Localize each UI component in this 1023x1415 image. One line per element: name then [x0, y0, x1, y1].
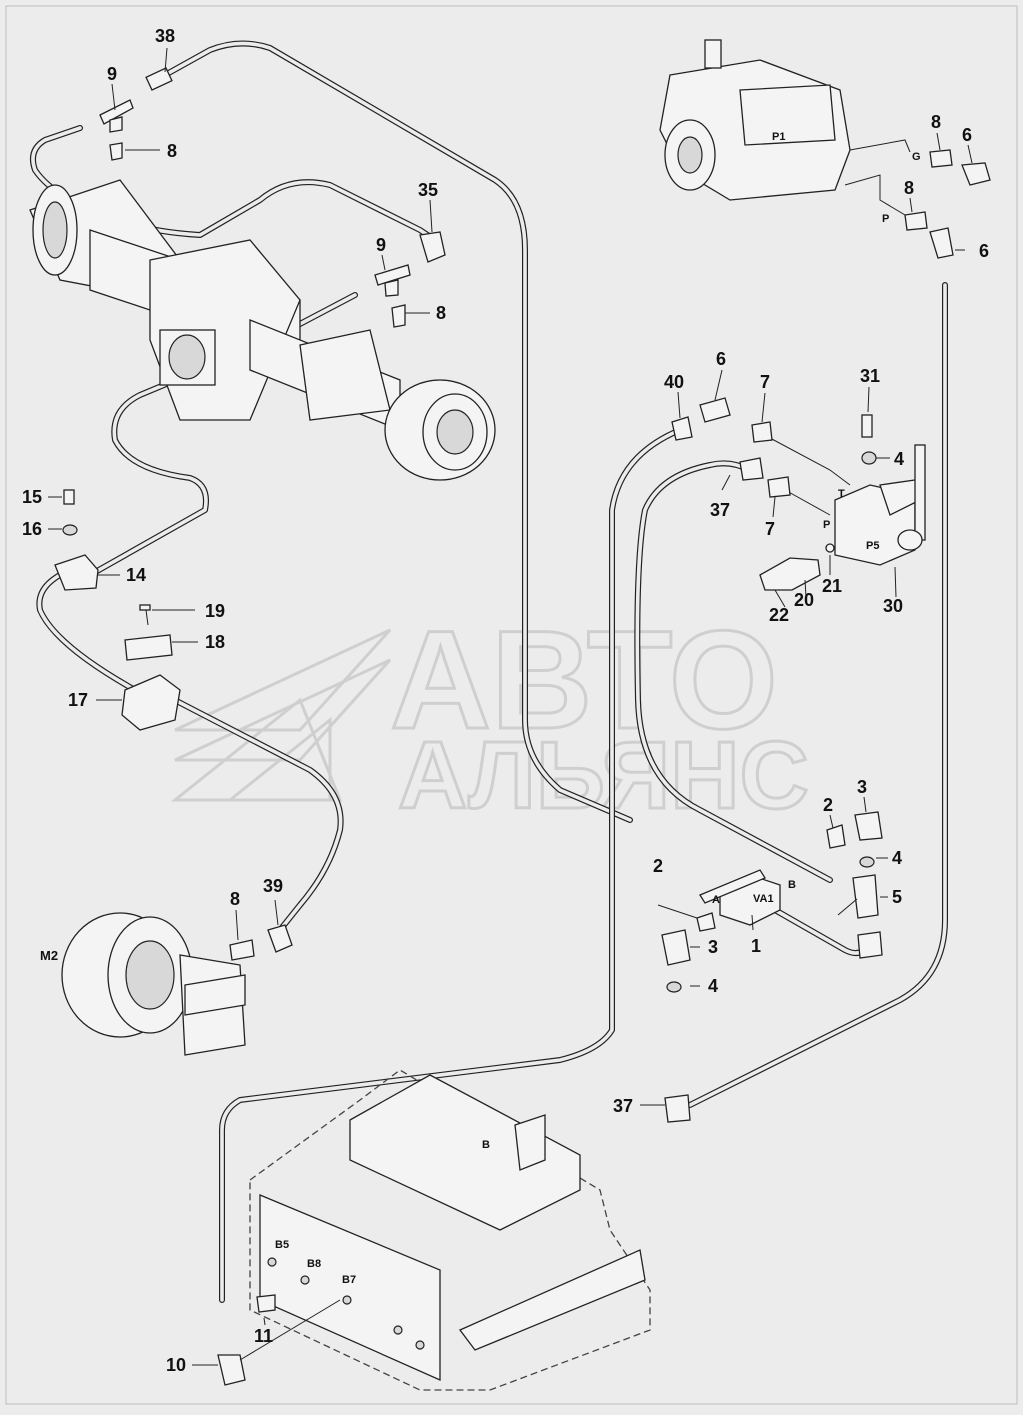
- port-a: A: [712, 894, 720, 906]
- hose-lines: [30, 40, 948, 1303]
- valve-va1: VA1 A B: [699, 869, 796, 926]
- callout-11: 11: [254, 1326, 273, 1346]
- label-b7: B7: [342, 1274, 356, 1286]
- callout-35: 35: [418, 180, 438, 200]
- label-tank-b: B: [482, 1139, 490, 1151]
- port-g: G: [912, 151, 921, 163]
- callout-1: 1: [751, 936, 761, 956]
- axle-assembly: [29, 179, 496, 481]
- callout-3-right: 3: [857, 777, 867, 797]
- callout-4-p5: 4: [894, 449, 904, 469]
- callout-17: 17: [68, 690, 88, 710]
- callout-9-top: 9: [107, 64, 117, 84]
- label-p5: P5: [866, 540, 879, 552]
- callout-37-bottom: 37: [613, 1096, 633, 1116]
- callout-31: 31: [860, 366, 880, 386]
- motor-m2: M2: [40, 912, 246, 1056]
- callout-20: 20: [794, 590, 814, 610]
- callout-16: 16: [22, 519, 42, 539]
- fittings: [54, 67, 991, 1386]
- callout-8-mid: 8: [436, 303, 446, 323]
- callout-8-motor: 8: [230, 889, 240, 909]
- callout-38: 38: [155, 26, 175, 46]
- watermark-line1: АВТО: [390, 601, 778, 758]
- callout-30: 30: [883, 596, 903, 616]
- callout-3-lower: 3: [708, 937, 718, 957]
- callout-8-pump-g: 8: [931, 112, 941, 132]
- callout-10: 10: [166, 1355, 186, 1375]
- callout-15: 15: [22, 487, 42, 507]
- block-p5: P5 T P: [769, 437, 926, 566]
- callout-4-right: 4: [892, 848, 902, 868]
- tank-b: B B5 B8 B7: [249, 1069, 651, 1391]
- callout-21: 21: [822, 576, 842, 596]
- callout-5: 5: [892, 887, 902, 907]
- callout-22: 22: [769, 605, 789, 625]
- callout-6-p5: 6: [716, 349, 726, 369]
- diagram-frame: [5, 5, 1018, 1405]
- callout-19: 19: [205, 601, 225, 621]
- port-b: B: [788, 879, 796, 891]
- port-p-block: P: [823, 519, 830, 531]
- callout-40: 40: [664, 372, 684, 392]
- callout-9-mid: 9: [376, 235, 386, 255]
- callout-37-top: 37: [710, 500, 730, 520]
- callout-39: 39: [263, 876, 283, 896]
- callout-2-right: 2: [823, 795, 833, 815]
- callout-6-pump-p: 6: [979, 241, 989, 261]
- callout-8-top: 8: [167, 141, 177, 161]
- pump-p1: P1: [659, 39, 911, 216]
- leader-lines: [48, 47, 973, 1366]
- callout-4-lower: 4: [708, 976, 718, 996]
- callout-2-lower: 2: [653, 856, 663, 876]
- label-b5: B5: [275, 1239, 289, 1251]
- callout-7-bottom: 7: [765, 519, 775, 539]
- port-p-pump: P: [882, 213, 889, 225]
- label-p1: P1: [772, 131, 785, 143]
- callout-14: 14: [126, 565, 146, 585]
- watermark-line2: АЛЬЯНС: [398, 722, 809, 829]
- label-va1: VA1: [753, 893, 774, 905]
- callout-18: 18: [205, 632, 225, 652]
- label-b8: B8: [307, 1258, 321, 1270]
- callout-6-pump-g: 6: [962, 125, 972, 145]
- callouts: 38 9 8 35 9 8 15 16 14 19 18 17 8 39 11 …: [22, 26, 989, 1375]
- port-t: T: [838, 488, 845, 500]
- callout-7-top: 7: [760, 372, 770, 392]
- label-m2: M2: [40, 948, 58, 963]
- callout-8-pump-p: 8: [904, 178, 914, 198]
- watermark: АВТО АЛЬЯНС: [170, 600, 810, 831]
